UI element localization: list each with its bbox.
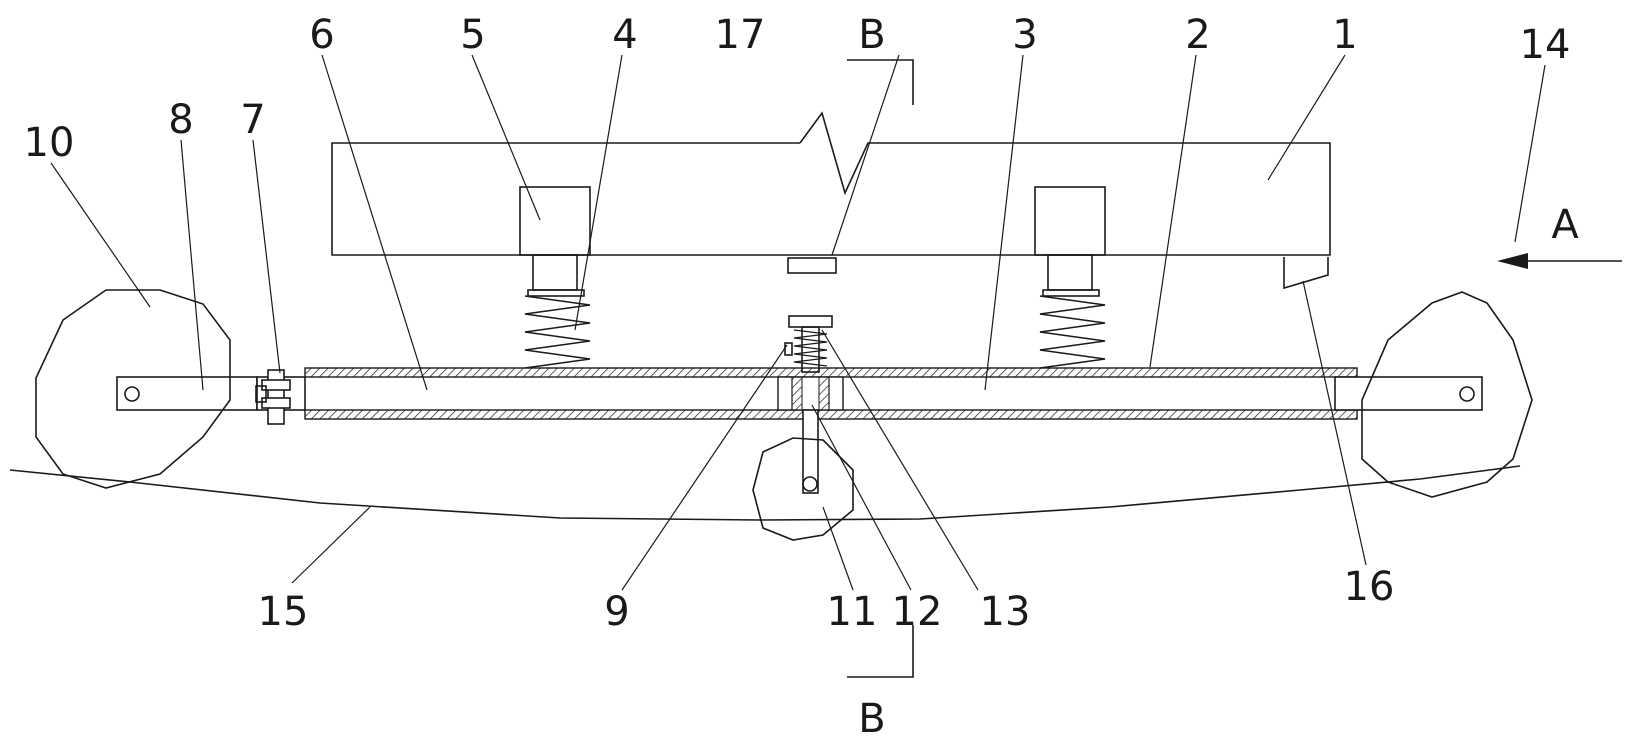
view-arrow: [1497, 253, 1622, 269]
right-mount: [1035, 187, 1105, 296]
ground-line: [10, 466, 1520, 520]
right-spring: [1040, 296, 1105, 368]
label-12: 12: [892, 589, 943, 635]
left-spring: [525, 296, 590, 368]
label-2: 2: [1185, 12, 1210, 58]
main-body: [332, 113, 1330, 255]
label-16: 16: [1344, 564, 1395, 610]
label-15: 15: [258, 589, 309, 635]
bracket: [1284, 257, 1328, 288]
label-7: 7: [240, 97, 265, 143]
right-axle: [1335, 377, 1482, 410]
center-bearing: [778, 377, 843, 410]
label-4: 4: [612, 12, 637, 58]
center-spring: [785, 316, 832, 372]
label-11: 11: [827, 589, 878, 635]
left-mount: [520, 187, 590, 296]
view-arrow-label: A: [1551, 202, 1579, 248]
label-6: 6: [309, 12, 334, 58]
label-8: 8: [168, 97, 193, 143]
section-label-top: B: [858, 12, 885, 58]
section-label-bottom: B: [858, 696, 885, 741]
label-1: 1: [1332, 12, 1357, 58]
label-3: 3: [1012, 12, 1037, 58]
label-5: 5: [460, 12, 485, 58]
section-mark-top: [847, 60, 913, 105]
label-13: 13: [980, 589, 1031, 635]
leader-lines: [51, 55, 1545, 590]
label-17: 17: [715, 12, 766, 58]
label-10: 10: [24, 120, 75, 166]
center-block: [788, 258, 836, 273]
label-14: 14: [1520, 22, 1571, 68]
label-9: 9: [604, 589, 629, 635]
